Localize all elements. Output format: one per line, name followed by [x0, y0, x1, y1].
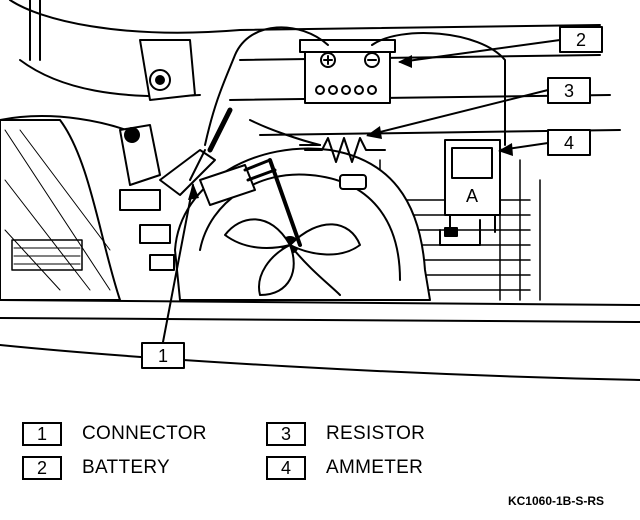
- legend-number-4: 4: [266, 456, 306, 480]
- test-leads: [189, 26, 506, 246]
- ammeter-symbol: A: [444, 139, 501, 237]
- legend-label-resistor: RESISTOR: [326, 423, 426, 444]
- callout-box-3: 3: [547, 77, 591, 104]
- wiring-harness: [119, 149, 216, 271]
- callout-number-2: 2: [576, 30, 586, 50]
- callout-box-2: 2: [559, 26, 603, 53]
- callout-leaders: [162, 39, 561, 343]
- callout-number-3: 3: [564, 81, 574, 101]
- figure-id: KC1060-1B-S-RS: [507, 494, 604, 508]
- headlamp: [0, 119, 121, 301]
- ammeter-letter: A: [466, 186, 478, 206]
- legend-number-1: 1: [22, 422, 62, 446]
- legend-number-3: 3: [266, 422, 306, 446]
- engine-bay-illustration: A 1 2 3 4: [0, 0, 640, 381]
- resistor-symbol: [304, 137, 386, 163]
- battery-symbol: [299, 39, 396, 104]
- legend-label-ammeter: AMMETER: [326, 457, 424, 478]
- legend-number-2: 2: [22, 456, 62, 480]
- fan-shroud: [174, 147, 431, 301]
- callout-box-4: 4: [547, 129, 591, 156]
- cooling-fan: [224, 158, 361, 296]
- support-bracket: [119, 39, 196, 186]
- legend-label-battery: BATTERY: [82, 457, 170, 478]
- callout-number-4: 4: [564, 133, 574, 153]
- callout-box-1: 1: [141, 342, 185, 369]
- fan-motor-connector: [199, 158, 277, 206]
- legend-label-connector: CONNECTOR: [82, 423, 207, 444]
- callout-number-1: 1: [158, 346, 168, 366]
